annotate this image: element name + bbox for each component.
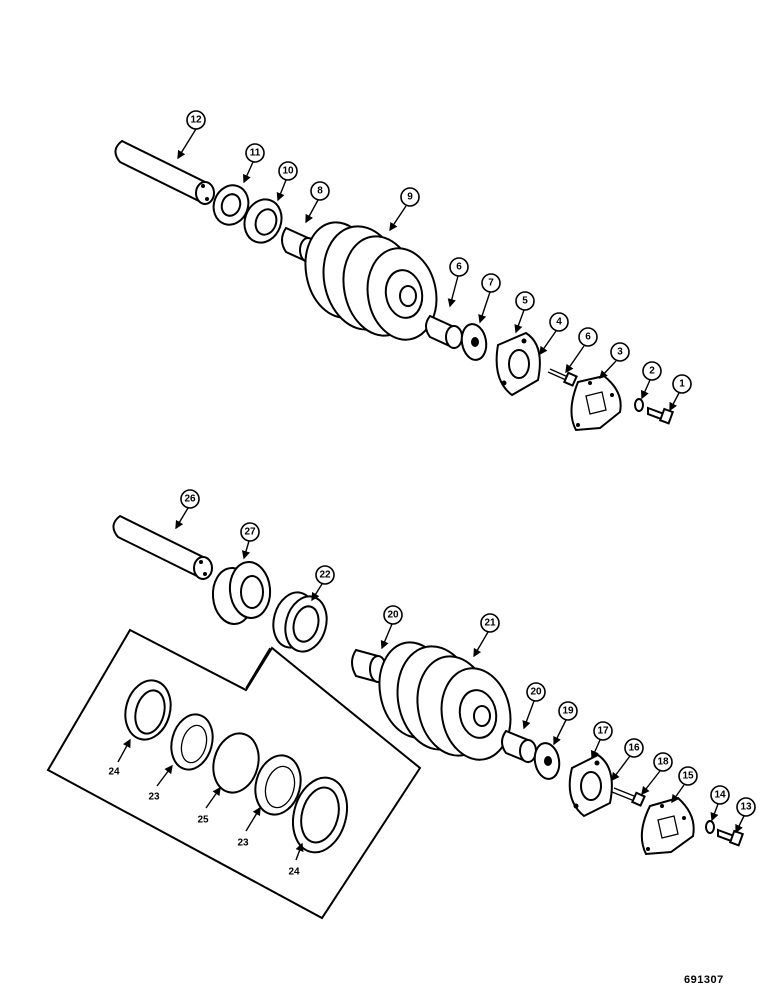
callout-10: 10 — [278, 161, 298, 181]
svg-text:10: 10 — [282, 166, 294, 177]
callout-18: 18 — [653, 752, 673, 772]
callout-2: 2 — [642, 361, 662, 381]
washer-part-14 — [705, 820, 715, 834]
bolt-part-16 — [611, 787, 635, 801]
ring-part-24-right — [292, 776, 348, 854]
callout-9: 9 — [400, 187, 420, 207]
bolt-part-4 — [547, 368, 578, 387]
shaft-part-12 — [114, 139, 215, 206]
svg-text:20: 20 — [387, 610, 399, 621]
callout-20-right: 20 — [526, 682, 546, 702]
callout-22: 22 — [315, 565, 335, 585]
bolt-part-1 — [647, 406, 675, 425]
svg-text:27: 27 — [244, 527, 256, 538]
svg-text:17: 17 — [597, 726, 609, 737]
roller-part-9 — [304, 221, 438, 341]
svg-text:26: 26 — [184, 494, 196, 505]
seal-part-10 — [243, 198, 283, 244]
svg-text:6: 6 — [585, 332, 591, 343]
callout-4: 4 — [549, 312, 569, 332]
svg-text:21: 21 — [484, 618, 496, 629]
washer-part-19 — [533, 742, 561, 780]
svg-text:3: 3 — [617, 347, 623, 358]
svg-text:1: 1 — [679, 379, 685, 390]
svg-text:4: 4 — [556, 317, 562, 328]
callout-7: 7 — [481, 273, 501, 293]
svg-text:11: 11 — [250, 148, 261, 159]
bolt-part-13 — [717, 828, 745, 847]
flange-part-5 — [495, 331, 541, 397]
ring-part-24-left — [124, 679, 172, 741]
callout-16: 16 — [624, 738, 644, 758]
callout-8: 8 — [310, 181, 330, 201]
callout-6-upper: 6 — [449, 257, 469, 277]
callout-21: 21 — [480, 613, 500, 633]
flange-part-17 — [568, 753, 613, 818]
callout-11: 11 — [245, 143, 265, 163]
washer-part-7 — [460, 323, 488, 361]
callout-20-left: 20 — [383, 605, 403, 625]
shaft-part-26 — [112, 514, 213, 581]
svg-text:16: 16 — [628, 743, 640, 754]
callout-6-bolt: 6 — [578, 327, 598, 347]
svg-text:22: 22 — [319, 570, 331, 581]
label-23-left: 23 — [148, 792, 160, 803]
callout-19: 19 — [558, 701, 578, 721]
bushing-part-20-right — [501, 729, 537, 764]
upper-roller-assembly — [114, 139, 675, 432]
label-25: 25 — [197, 815, 209, 826]
svg-text:14: 14 — [714, 790, 726, 801]
bushing-part-6-upper — [425, 314, 463, 350]
callout-5: 5 — [515, 291, 535, 311]
callout-3: 3 — [610, 342, 630, 362]
end-cap-part-15 — [640, 796, 695, 856]
bolt-part-18 — [630, 791, 646, 807]
svg-text:13: 13 — [740, 802, 752, 813]
callout-13: 13 — [736, 797, 756, 817]
bushing-part-20-left — [351, 648, 387, 684]
label-23-right: 23 — [237, 838, 249, 849]
callout-14: 14 — [710, 785, 730, 805]
figure-reference-code: 691307 — [684, 974, 724, 986]
seal-group-part-22 — [272, 591, 328, 653]
callout-1: 1 — [672, 374, 692, 394]
callout-27: 27 — [240, 522, 260, 542]
label-24-left: 24 — [108, 767, 120, 778]
svg-text:19: 19 — [562, 706, 574, 717]
ring-part-23-right — [254, 754, 302, 816]
washer-part-2 — [634, 398, 644, 412]
callout-15: 15 — [678, 766, 698, 786]
o-ring-part-25 — [212, 732, 260, 794]
ring-part-23-left — [170, 713, 214, 771]
svg-text:20: 20 — [530, 687, 542, 698]
end-cap-part-3 — [570, 374, 622, 432]
svg-text:5: 5 — [522, 296, 528, 307]
seal-detail-inset — [46, 628, 422, 920]
svg-text:2: 2 — [649, 366, 655, 377]
lower-roller-assembly — [46, 514, 745, 920]
callouts: 12 11 10 8 9 6 7 5 4 — [108, 110, 756, 878]
svg-text:18: 18 — [657, 757, 669, 768]
svg-text:9: 9 — [407, 192, 413, 203]
callout-26: 26 — [180, 489, 200, 509]
svg-text:12: 12 — [190, 115, 202, 126]
roller-part-21 — [378, 641, 512, 761]
callout-17: 17 — [593, 721, 613, 741]
label-24-right: 24 — [288, 867, 300, 878]
svg-text:8: 8 — [317, 186, 323, 197]
collar-part-27 — [211, 561, 272, 625]
svg-text:15: 15 — [682, 771, 694, 782]
svg-text:7: 7 — [488, 278, 494, 289]
svg-text:6: 6 — [456, 262, 462, 273]
callout-12: 12 — [186, 110, 206, 130]
